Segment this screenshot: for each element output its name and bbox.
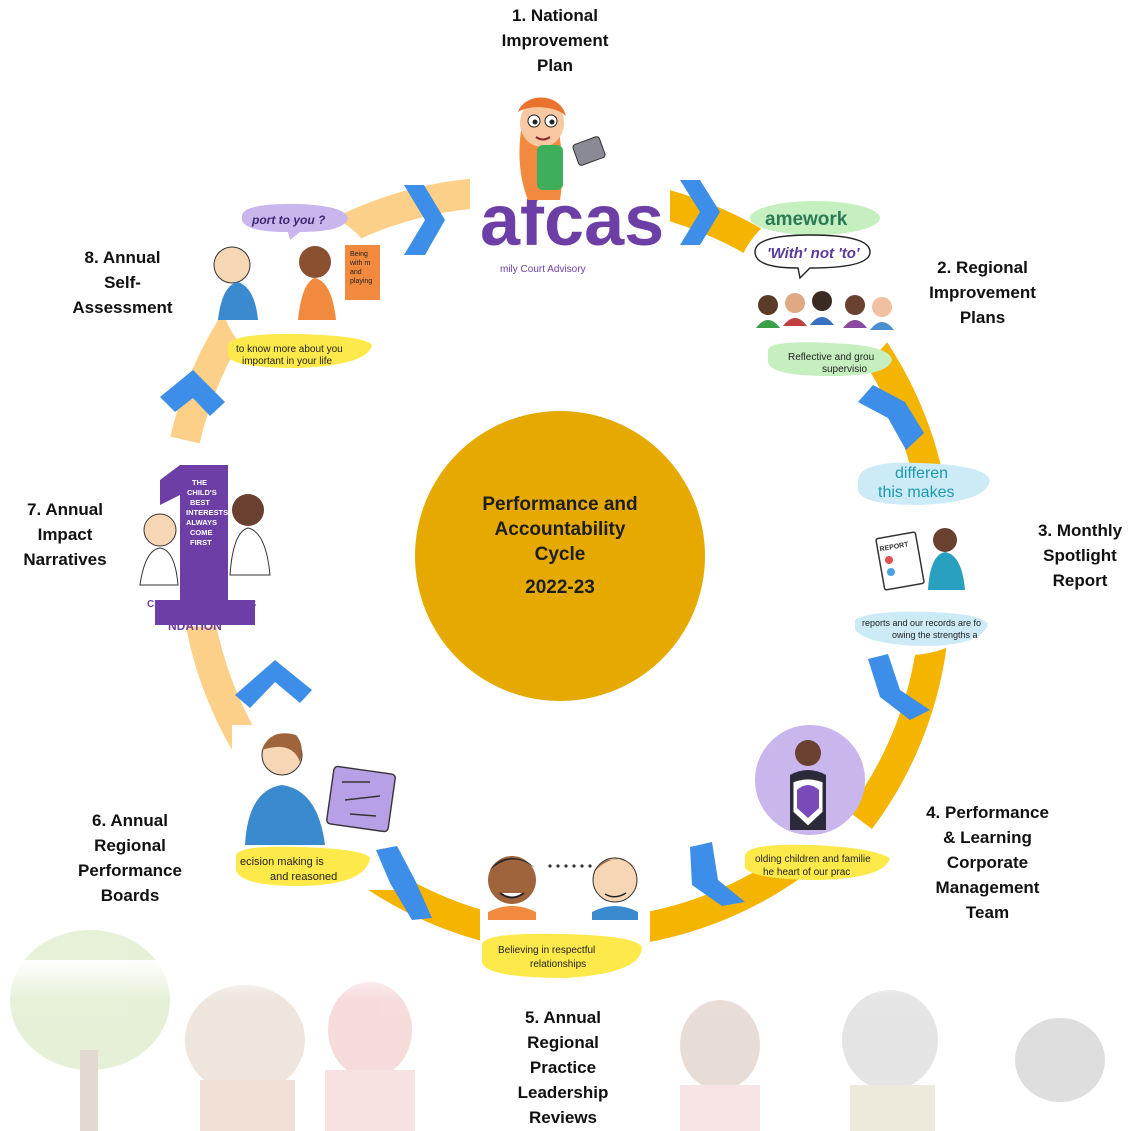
being-with-bubble: Being with m and playing bbox=[349, 251, 372, 285]
stage-label-8: 8. Annual Self- Assessment bbox=[72, 248, 173, 317]
chevron-arrow-5 bbox=[376, 846, 432, 920]
cycle-chevrons bbox=[160, 180, 930, 920]
reflective-caption-2: supervisio bbox=[822, 364, 867, 375]
reports-caption-2: owing the strengths a bbox=[892, 630, 978, 640]
stage-label-5: 5. Annual Regional Practice Leadership R… bbox=[517, 1008, 609, 1127]
with-not-to-text: 'With' not 'to' bbox=[767, 245, 860, 262]
chevron-arrow-6 bbox=[235, 660, 312, 708]
holding-children-caption-2: he heart of our prac bbox=[763, 867, 850, 878]
know-more-caption-1: to know more about you bbox=[236, 344, 343, 355]
childs-best-interests-text: THE CHILD'S BEST INTERESTS ALWAYS COME F… bbox=[186, 478, 230, 547]
center-circle bbox=[415, 411, 705, 701]
cafcass-logo: afcas bbox=[480, 181, 664, 261]
illustration-impact-narratives: THE CHILD'S BEST INTERESTS ALWAYS COME F… bbox=[133, 465, 277, 633]
decision-making-caption-2: and reasoned bbox=[270, 871, 337, 883]
reports-caption-1: reports and our records are fo bbox=[862, 618, 981, 628]
stage-label-6: 6. Annual Regional Performance Boards bbox=[78, 811, 182, 905]
stage-label-7: 7. Annual Impact Narratives bbox=[23, 500, 107, 569]
children-families-text-2: ARE THE bbox=[176, 612, 207, 619]
cafcass-logo-subtitle: mily Court Advisory bbox=[500, 264, 586, 275]
illustration-corporate-team: olding children and familie he heart of … bbox=[745, 725, 890, 880]
background-faded-illustrations bbox=[10, 930, 1105, 1131]
people-row bbox=[756, 291, 894, 330]
important-to-you-bubble: port to you ? bbox=[251, 213, 326, 227]
chevron-arrow-4 bbox=[690, 842, 745, 906]
illustration-national-plan: afcas mily Court Advisory bbox=[470, 97, 670, 282]
dotted-link bbox=[548, 864, 592, 868]
chevron-arrow-2 bbox=[858, 385, 924, 450]
respectful-caption-1: Believing in respectful bbox=[498, 945, 595, 956]
chevron-arrow-8 bbox=[404, 185, 445, 255]
center-title: Performance and Accountability Cycle bbox=[482, 494, 638, 565]
difference-heading-2: this makes bbox=[878, 484, 954, 501]
center-year: 2022-23 bbox=[525, 577, 595, 598]
respectful-caption-2: relationships bbox=[530, 959, 586, 970]
illustration-monthly-spotlight: differen this makes REPORT reports and o… bbox=[815, 462, 1005, 655]
holding-children-caption-1: olding children and familie bbox=[755, 854, 871, 865]
illustration-practice-reviews: Believing in respectful relationships bbox=[480, 845, 650, 978]
decision-making-caption-1: ecision making is bbox=[240, 856, 324, 868]
chevron-arrow-3 bbox=[868, 654, 930, 720]
framework-heading: amework bbox=[765, 209, 848, 230]
stage-label-4: 4. Performance & Learning Corporate Mana… bbox=[926, 803, 1049, 922]
reflective-caption-1: Reflective and grou bbox=[788, 352, 874, 363]
children-families-text-3: NDATION bbox=[168, 619, 222, 633]
illustration-self-assessment: port to you ? Being with m and playing t… bbox=[213, 203, 380, 370]
chevron-arrow-1 bbox=[680, 180, 720, 245]
difference-heading-1: differen bbox=[895, 465, 948, 482]
illustration-regional-plans: amework 'With' not 'to' Reflective and g… bbox=[735, 201, 905, 376]
stage-label-1: 1. National Improvement Plan bbox=[501, 6, 609, 75]
illustration-performance-boards: ecision making is and reasoned bbox=[232, 725, 402, 890]
stage-label-3: 3. Monthly Spotlight Report bbox=[1037, 521, 1123, 590]
stage-label-2: 2. Regional Improvement Plans bbox=[929, 258, 1036, 327]
center-label: Performance and Accountability Cycle 202… bbox=[440, 492, 680, 600]
know-more-caption-2: important in your life bbox=[242, 356, 332, 367]
children-families-text-1: CHILDREN + FAMILIES bbox=[147, 599, 257, 610]
chevron-arrow-7 bbox=[160, 370, 225, 416]
